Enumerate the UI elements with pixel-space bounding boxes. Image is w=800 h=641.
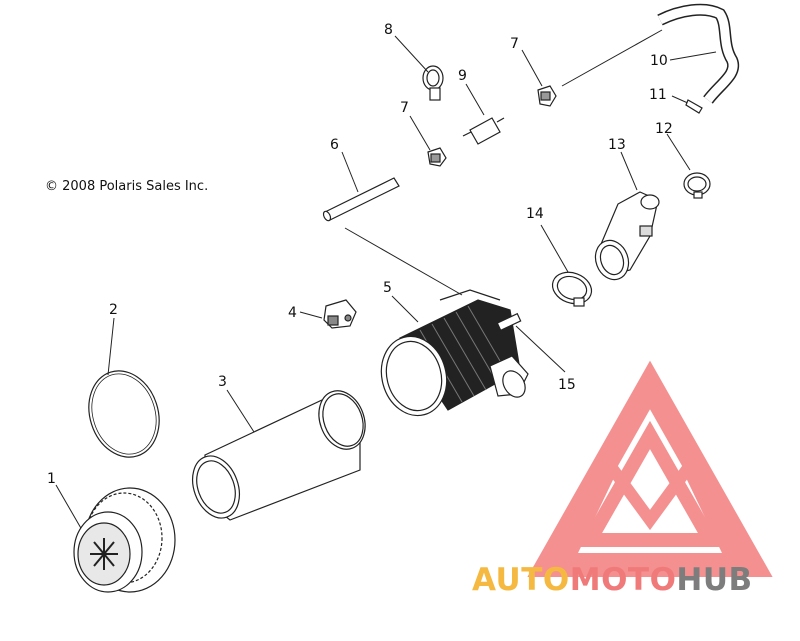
callout-10: 10 xyxy=(650,53,668,69)
part-2-gasket[interactable] xyxy=(78,362,170,467)
part-12-hose-clamp[interactable] xyxy=(683,172,711,199)
part-1-airbox-cover[interactable] xyxy=(73,487,176,593)
callout-3: 3 xyxy=(218,374,227,390)
part-7-clamp-a[interactable] xyxy=(427,147,447,167)
callout-14: 14 xyxy=(526,206,544,222)
leader-lines xyxy=(55,29,717,531)
callout-6: 6 xyxy=(330,137,339,153)
callout-5: 5 xyxy=(383,280,392,296)
part-7-clamp-b[interactable] xyxy=(537,85,557,107)
part-14-hose-clamp[interactable] xyxy=(548,267,596,309)
part-5-filter-housing[interactable] xyxy=(373,289,530,423)
callout-7-upper: 7 xyxy=(510,36,519,52)
part-3-filter-element[interactable] xyxy=(184,384,373,524)
part-8-hose-clamp[interactable] xyxy=(422,65,444,101)
part-10-breather-hose[interactable] xyxy=(657,3,740,104)
callout-13: 13 xyxy=(608,137,626,153)
callout-4: 4 xyxy=(288,305,297,321)
callout-11: 11 xyxy=(649,87,667,103)
part-6-rod[interactable] xyxy=(322,177,400,222)
part-9-breather-valve[interactable] xyxy=(462,117,505,145)
watermark-logo xyxy=(527,360,773,577)
part-11-pin[interactable] xyxy=(685,99,703,114)
callout-labels: 1 2 3 4 5 6 7 7 8 9 10 11 12 13 14 15 xyxy=(47,22,673,487)
watermark-text: AUTOMOTOHUB xyxy=(472,562,753,598)
callout-2: 2 xyxy=(109,302,118,318)
part-4-clip[interactable] xyxy=(323,299,357,329)
watermark-auto: AUTO xyxy=(472,562,570,598)
watermark-moto: MOTO xyxy=(570,562,677,598)
callout-9: 9 xyxy=(458,68,467,84)
watermark-triangle-outer xyxy=(527,360,773,577)
callout-15: 15 xyxy=(558,377,576,393)
callout-1: 1 xyxy=(47,471,56,487)
callout-7-lower: 7 xyxy=(400,100,409,116)
callout-8: 8 xyxy=(384,22,393,38)
copyright-notice: © 2008 Polaris Sales Inc. xyxy=(45,179,208,194)
watermark-hub: HUB xyxy=(676,562,752,598)
callout-12: 12 xyxy=(655,121,673,137)
part-13-intake-duct[interactable] xyxy=(590,191,660,284)
cover-vent-icon xyxy=(90,538,118,570)
part-15-bolt[interactable] xyxy=(496,312,522,332)
watermark-m-stroke xyxy=(562,456,738,563)
